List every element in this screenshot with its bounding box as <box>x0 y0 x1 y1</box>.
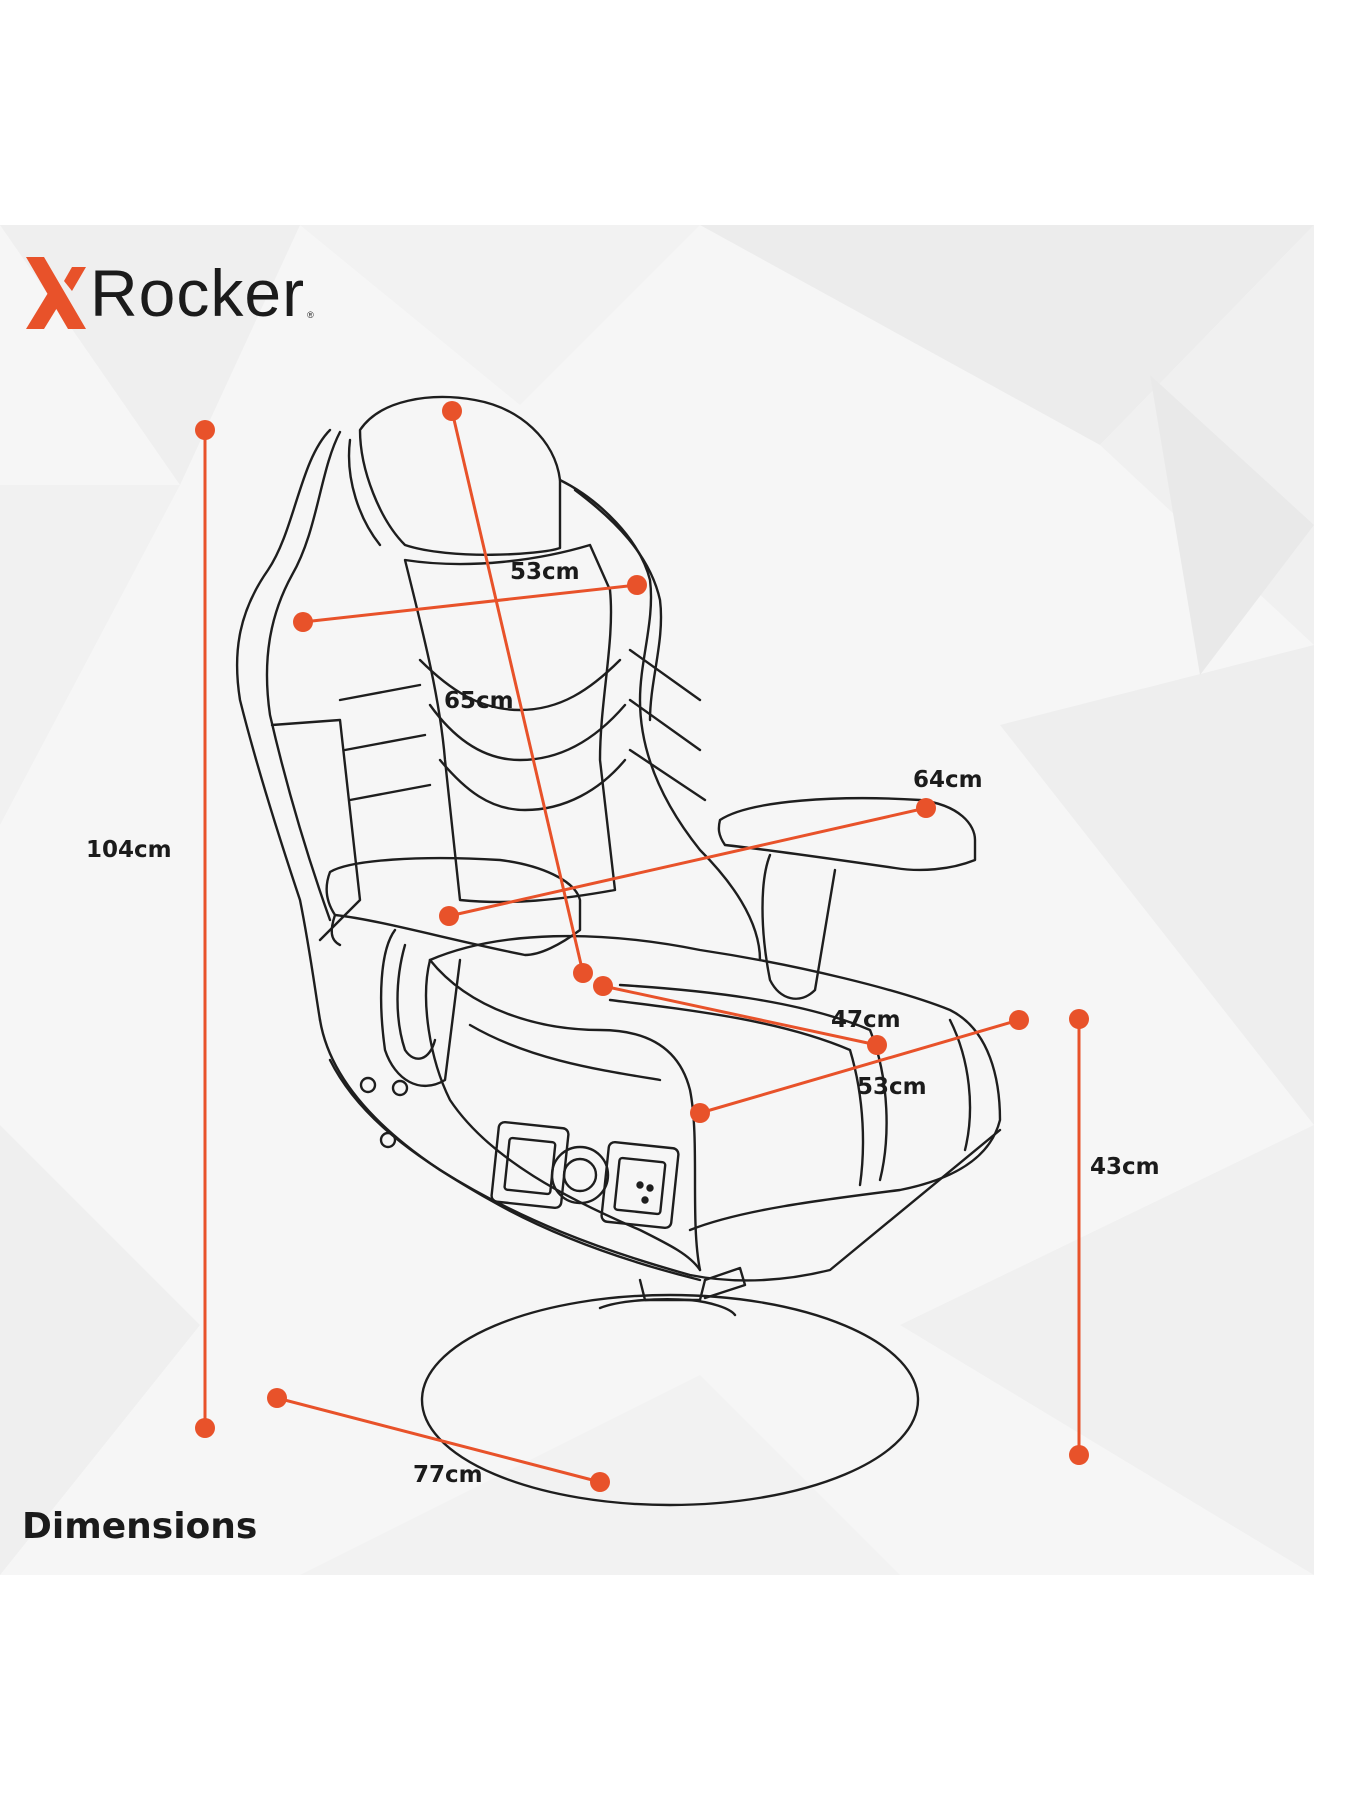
chair-outline <box>235 395 1002 1507</box>
dim-base-diameter-right-marker <box>590 1472 610 1492</box>
dim-seat-depth-back-marker <box>867 1035 887 1055</box>
dim-base-diameter-left-marker <box>267 1388 287 1408</box>
dim-arm-width-right-marker <box>916 798 936 818</box>
dim-seat-width-right-marker <box>1009 1010 1029 1030</box>
dim-total-height-top-marker <box>195 420 215 440</box>
dim-back-width-left-marker <box>293 612 313 632</box>
dim-label-base-diameter: 77cm <box>413 1462 483 1488</box>
dimensions-panel <box>0 225 1314 1575</box>
dim-label-back-width: 53cm <box>510 559 580 585</box>
dim-label-seat-depth: 47cm <box>831 1007 901 1033</box>
registered-mark: ® <box>307 310 314 320</box>
section-title: Dimensions <box>22 1506 258 1547</box>
dim-seat-height-bottom-marker <box>1069 1445 1089 1465</box>
dim-back-height-top-marker <box>442 401 462 421</box>
dimension-lines <box>195 401 1089 1492</box>
dim-seat-depth-front-marker <box>593 976 613 996</box>
dim-total-height-bottom-marker <box>195 1418 215 1438</box>
dim-seat-width-left-marker <box>690 1103 710 1123</box>
dim-back-height-bottom-marker <box>573 963 593 983</box>
x-mark-icon <box>26 257 86 329</box>
dim-label-seat-width: 53cm <box>857 1074 927 1100</box>
dim-seat-height-top-marker <box>1069 1009 1089 1029</box>
logo-wordmark: Rocker <box>90 256 306 330</box>
dim-back-width-right-marker <box>627 575 647 595</box>
dim-label-total-height: 104cm <box>86 837 172 863</box>
dim-label-arm-width: 64cm <box>913 767 983 793</box>
dim-arm-width-left-marker <box>439 906 459 926</box>
dim-label-seat-height: 43cm <box>1090 1154 1160 1180</box>
background-facets <box>0 225 1314 1575</box>
dim-label-back-height: 65cm <box>444 688 514 714</box>
xrocker-logo: Rocker ® <box>22 248 314 338</box>
